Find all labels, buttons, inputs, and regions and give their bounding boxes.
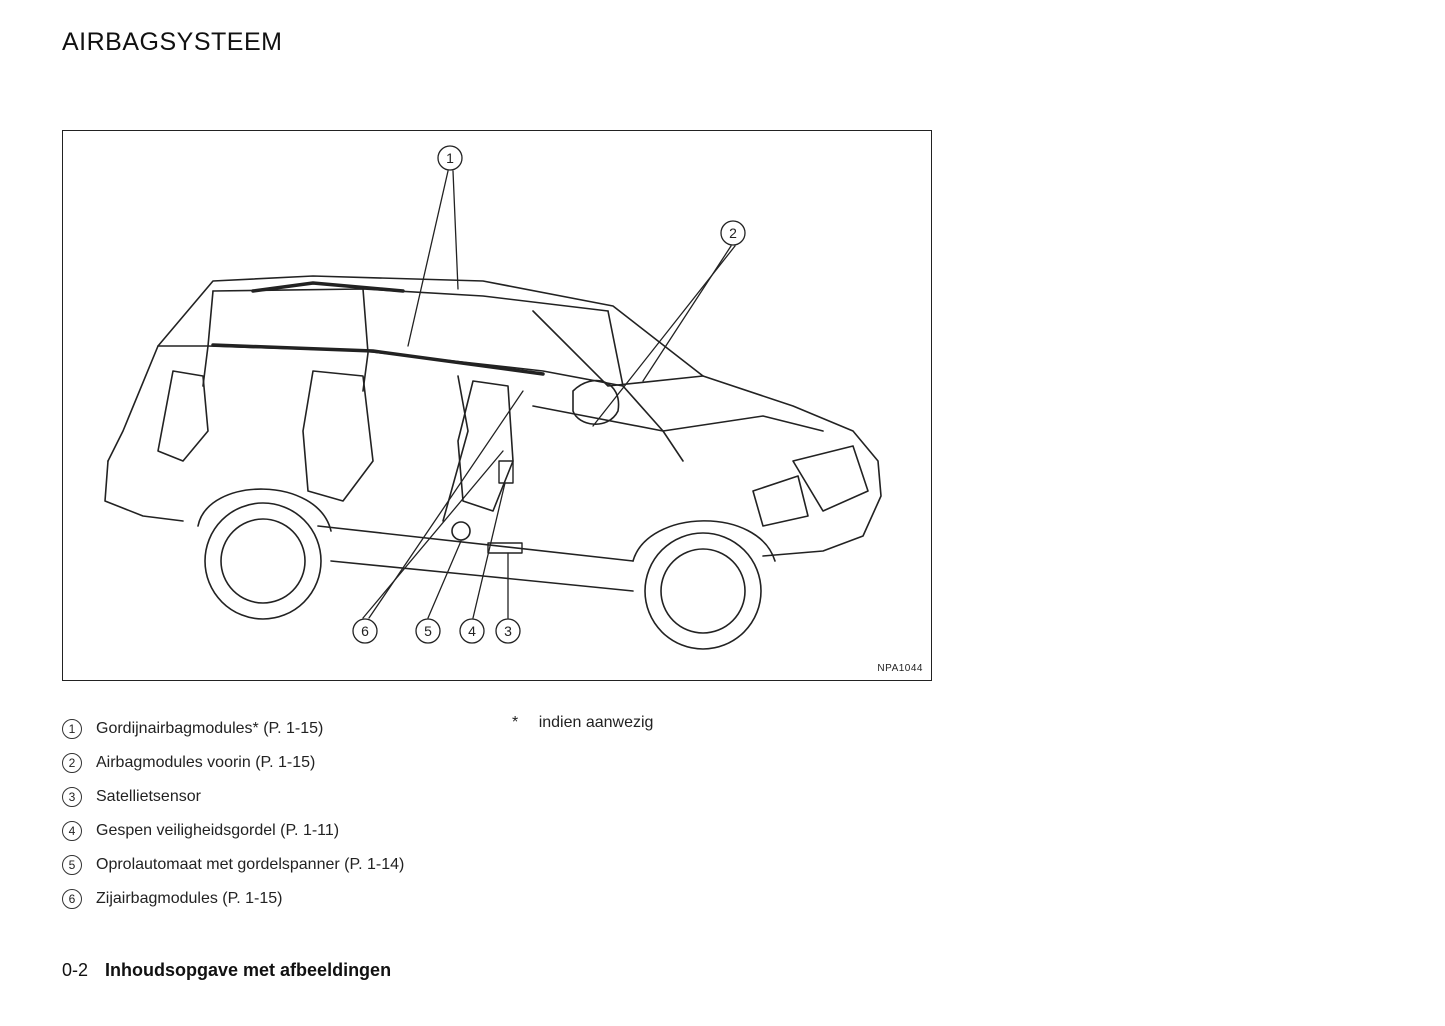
c-pillar: [202, 290, 214, 387]
legend-item: 5 Oprolautomaat met gordelspanner (P. 1-…: [62, 848, 404, 882]
steering-wheel: [572, 379, 620, 425]
legend-number: 1: [62, 719, 82, 739]
legend-number: 2: [62, 753, 82, 773]
windshield: [532, 310, 704, 387]
legend-item: 6 Zijairbagmodules (P. 1-15): [62, 882, 404, 916]
leader-2b: [592, 245, 736, 427]
roof-rail-lower: [207, 345, 624, 387]
page-title: AIRBAGSYSTEEM: [62, 28, 283, 56]
vehicle-lower-outline: [104, 460, 184, 522]
airbag-figure: 1 2 3 4 5 6 NPA1044: [62, 130, 932, 681]
legend-list: 1 Gordijnairbagmodules* (P. 1-15) 2 Airb…: [62, 712, 404, 916]
legend-text: Oprolautomaat met gordelspanner (P. 1-14…: [96, 856, 405, 873]
legend-text: Satellietsensor: [96, 788, 201, 805]
footnote: * indien aanwezig: [512, 714, 653, 732]
front-seat: [457, 380, 514, 512]
page-footer: 0-2 Inhoudsopgave met afbeeldingen: [62, 960, 391, 981]
seatbelt-buckle: [498, 460, 514, 484]
rear-wheel: [204, 502, 322, 620]
legend-text: Zijairbagmodules (P. 1-15): [96, 890, 283, 907]
leader-6b: [368, 390, 524, 619]
figure-code: NPA1044: [877, 663, 923, 674]
leader-1a: [407, 170, 449, 347]
leader-6a: [362, 450, 504, 619]
satellite-sensor: [487, 542, 523, 554]
curtain-airbag-side: [211, 343, 545, 376]
front-wheel: [644, 532, 762, 650]
footnote-text: indien aanwezig: [538, 714, 654, 731]
svg-text:2: 2: [729, 225, 737, 241]
leader-1b: [452, 170, 459, 290]
rear-wheel-rim: [220, 518, 306, 604]
b-pillar: [362, 288, 369, 392]
callout-3: 3: [495, 618, 521, 644]
svg-text:5: 5: [424, 623, 432, 639]
legend-number: 3: [62, 787, 82, 807]
svg-text:1: 1: [446, 150, 454, 166]
svg-text:4: 4: [468, 623, 476, 639]
vehicle-cutaway-illustration: 1 2 3 4 5 6: [104, 145, 882, 650]
front-wheel-rim: [660, 548, 746, 634]
legend-number: 5: [62, 855, 82, 875]
headlamp: [752, 475, 809, 527]
callout-4: 4: [459, 618, 485, 644]
svg-text:6: 6: [361, 623, 369, 639]
page-number: 0-2: [62, 960, 89, 980]
curtain-airbag-rear: [251, 281, 405, 293]
a-pillar: [607, 310, 664, 432]
section-title: Inhoudsopgave met afbeeldingen: [105, 960, 392, 980]
leader-5: [427, 540, 462, 619]
callout-6: 6: [352, 618, 378, 644]
legend-item: 3 Satellietsensor: [62, 780, 404, 814]
rear-wheel-arch: [197, 488, 332, 532]
door-divider: [442, 375, 469, 522]
callout-1: 1: [437, 145, 463, 171]
legend-number: 4: [62, 821, 82, 841]
hood-line: [662, 415, 824, 432]
sill-line: [330, 560, 634, 592]
legend-text: Gordijnairbagmodules* (P. 1-15): [96, 720, 324, 737]
legend-text: Airbagmodules voorin (P. 1-15): [96, 754, 316, 771]
callout-5: 5: [415, 618, 441, 644]
callout-2: 2: [720, 220, 746, 246]
roof-rail-upper: [212, 288, 609, 312]
middle-seat: [302, 370, 374, 502]
dashboard: [532, 405, 684, 462]
retractor: [451, 521, 471, 541]
svg-text:3: 3: [504, 623, 512, 639]
leader-4: [472, 482, 506, 619]
door-bottom-line: [317, 525, 634, 562]
rear-seat: [157, 370, 209, 462]
leader-2a: [642, 245, 732, 382]
legend-text: Gespen veiligheidsgordel (P. 1-11): [96, 822, 340, 839]
grille: [792, 445, 869, 512]
legend-item: 1 Gordijnairbagmodules* (P. 1-15): [62, 712, 404, 746]
footnote-marker: *: [512, 714, 519, 731]
front-wheel-arch: [632, 520, 776, 562]
legend-item: 4 Gespen veiligheidsgordel (P. 1-11): [62, 814, 404, 848]
legend-item: 2 Airbagmodules voorin (P. 1-15): [62, 746, 404, 780]
legend-number: 6: [62, 889, 82, 909]
